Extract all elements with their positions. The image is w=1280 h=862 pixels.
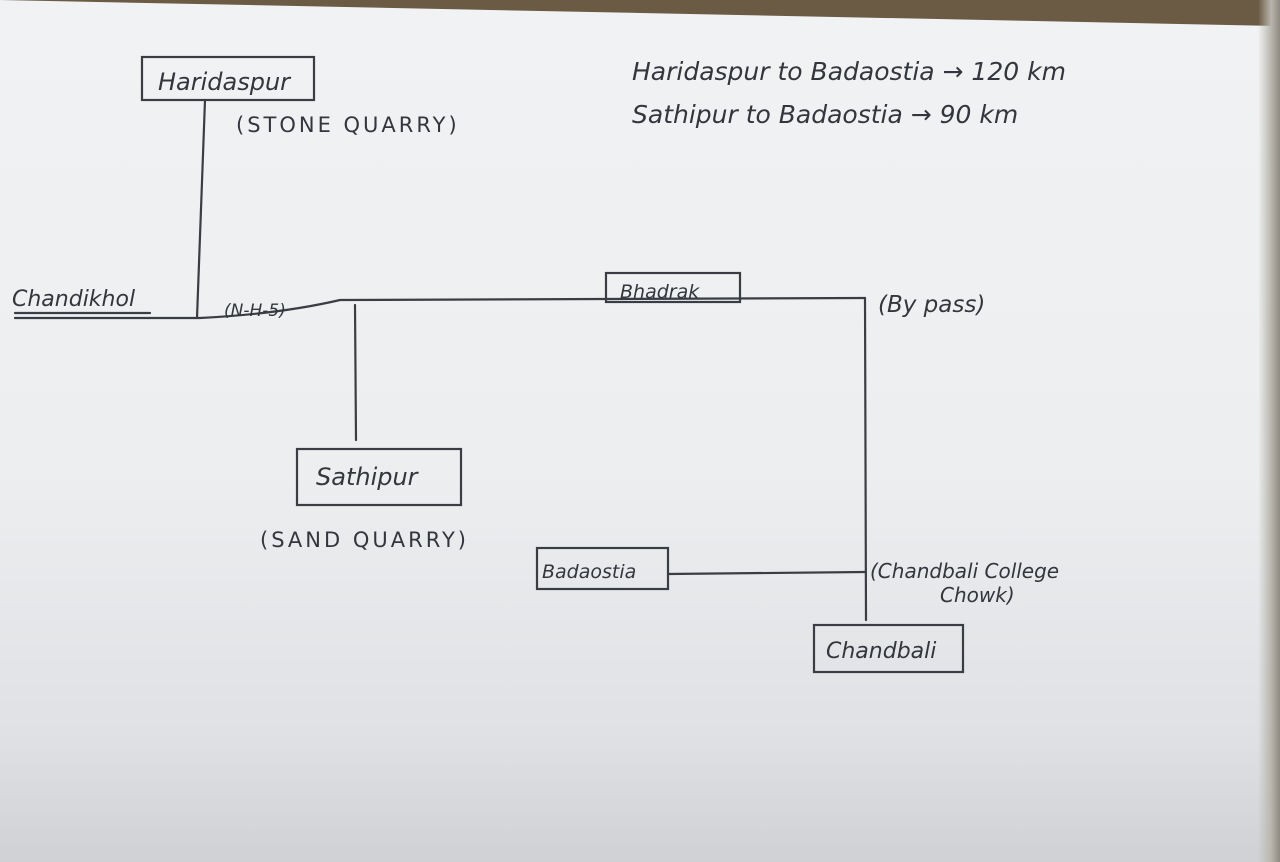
- label-college-chowk-2: Chowk): [940, 583, 1015, 607]
- road-badaostia: [666, 570, 867, 576]
- label-bypass: (By pass): [878, 292, 985, 318]
- road-bypass: [863, 296, 868, 622]
- road-sathipur: [353, 303, 358, 442]
- label-bhadrak: Bhadrak: [620, 281, 700, 303]
- label-haridaspur: Haridaspur: [158, 68, 292, 96]
- box-sathipur: [295, 447, 463, 507]
- road-haridaspur: [195, 98, 207, 320]
- distance-note-1: Haridaspur to Badaostia → 120 km: [632, 57, 1066, 86]
- label-nh5: (N-H-5): [224, 301, 286, 321]
- label-chandikhol: Chandikhol: [12, 287, 135, 312]
- label-sathipur: Sathipur: [316, 463, 420, 491]
- label-chandbali: Chandbali: [826, 639, 936, 664]
- label-sand-quarry: (SAND QUARRY): [260, 528, 469, 552]
- box-badaostia: [535, 546, 670, 591]
- label-college-chowk: (Chandbali College: [870, 559, 1059, 583]
- box-chandbali: [812, 623, 965, 674]
- road-nh5: [13, 296, 867, 320]
- distance-note-2: Sathipur to Badaostia → 90 km: [632, 100, 1018, 129]
- box-haridaspur: [140, 55, 316, 102]
- box-bhadrak: [604, 271, 742, 304]
- table-edge: [0, 0, 1280, 26]
- label-badaostia: Badaostia: [542, 561, 636, 583]
- label-stone-quarry: (STONE QUARRY): [236, 113, 460, 137]
- paper-edge-shadow: [1258, 0, 1280, 862]
